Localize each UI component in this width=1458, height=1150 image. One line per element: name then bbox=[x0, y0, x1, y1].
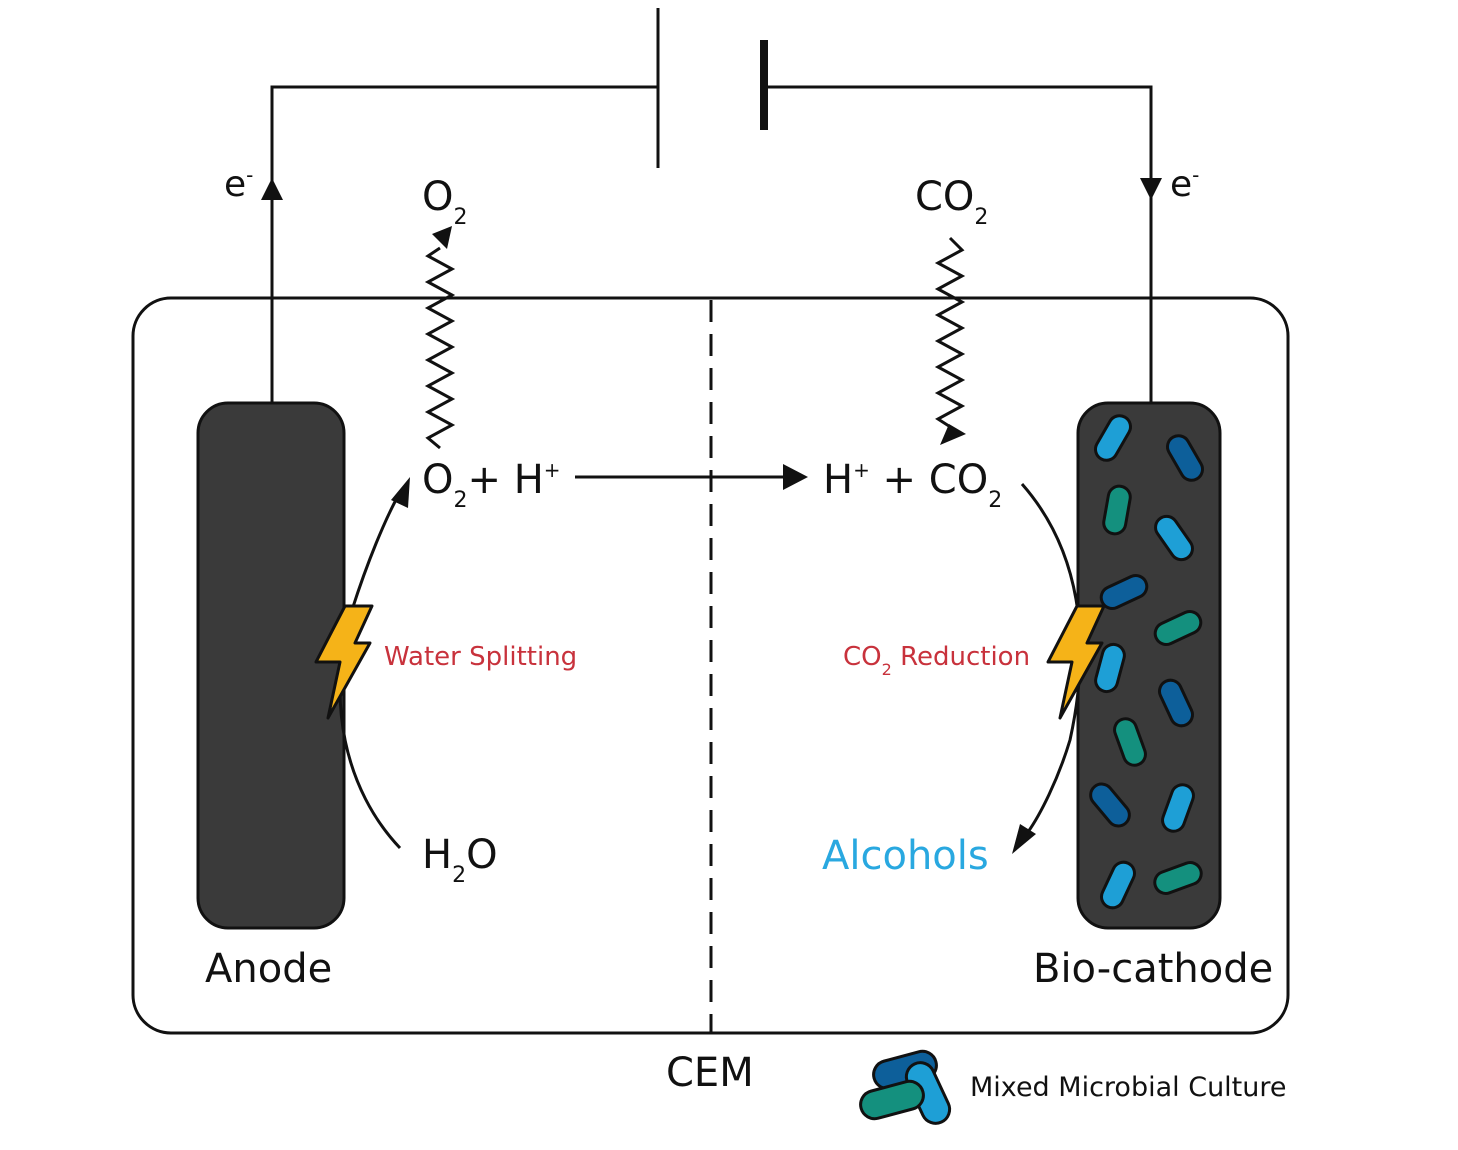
o2-h-plus-label: O2+ H+ bbox=[422, 457, 561, 513]
co2-input-label: CO2 bbox=[915, 174, 988, 230]
membrane-label: CEM bbox=[666, 1050, 754, 1096]
microbe-legend-icon bbox=[859, 1049, 952, 1125]
proton-transfer-arrowhead-icon bbox=[783, 464, 808, 490]
o2-release-wavy-line bbox=[424, 246, 456, 450]
alcohols-label: Alcohols bbox=[822, 833, 989, 879]
water-splitting-arrowhead-icon bbox=[391, 477, 410, 508]
h-plus-co2-label: H+ + CO2 bbox=[823, 457, 1002, 513]
anode-label: Anode bbox=[205, 946, 332, 992]
electron-down-arrow-icon bbox=[1140, 178, 1162, 200]
co2-reduction-curve bbox=[1020, 483, 1082, 833]
electron-right-label: e- bbox=[1170, 163, 1199, 205]
o2-product-label: O2 bbox=[422, 174, 467, 230]
anode-electrode bbox=[196, 401, 346, 930]
biocathode-label: Bio-cathode bbox=[1033, 946, 1273, 992]
cathode-lightning-bolt-icon bbox=[1046, 604, 1106, 720]
anode-lightning-bolt-icon bbox=[314, 604, 374, 720]
legend-label: Mixed Microbial Culture bbox=[970, 1072, 1287, 1103]
water-splitting-label: Water Splitting bbox=[384, 642, 577, 672]
electron-up-arrow-icon bbox=[261, 178, 283, 200]
electron-left-label: e- bbox=[224, 163, 253, 205]
microbe-cluster bbox=[1089, 414, 1204, 910]
co2-reduction-arrowhead-icon bbox=[1012, 824, 1036, 854]
o2-release-arrowhead-icon bbox=[432, 226, 452, 249]
co2-reduction-label: CO2 Reduction bbox=[843, 642, 1030, 679]
co2-intake-wavy-line bbox=[934, 236, 966, 430]
water-label: H2O bbox=[422, 832, 498, 888]
external-circuit bbox=[270, 85, 1153, 403]
co2-intake-arrowhead-icon bbox=[940, 424, 966, 445]
